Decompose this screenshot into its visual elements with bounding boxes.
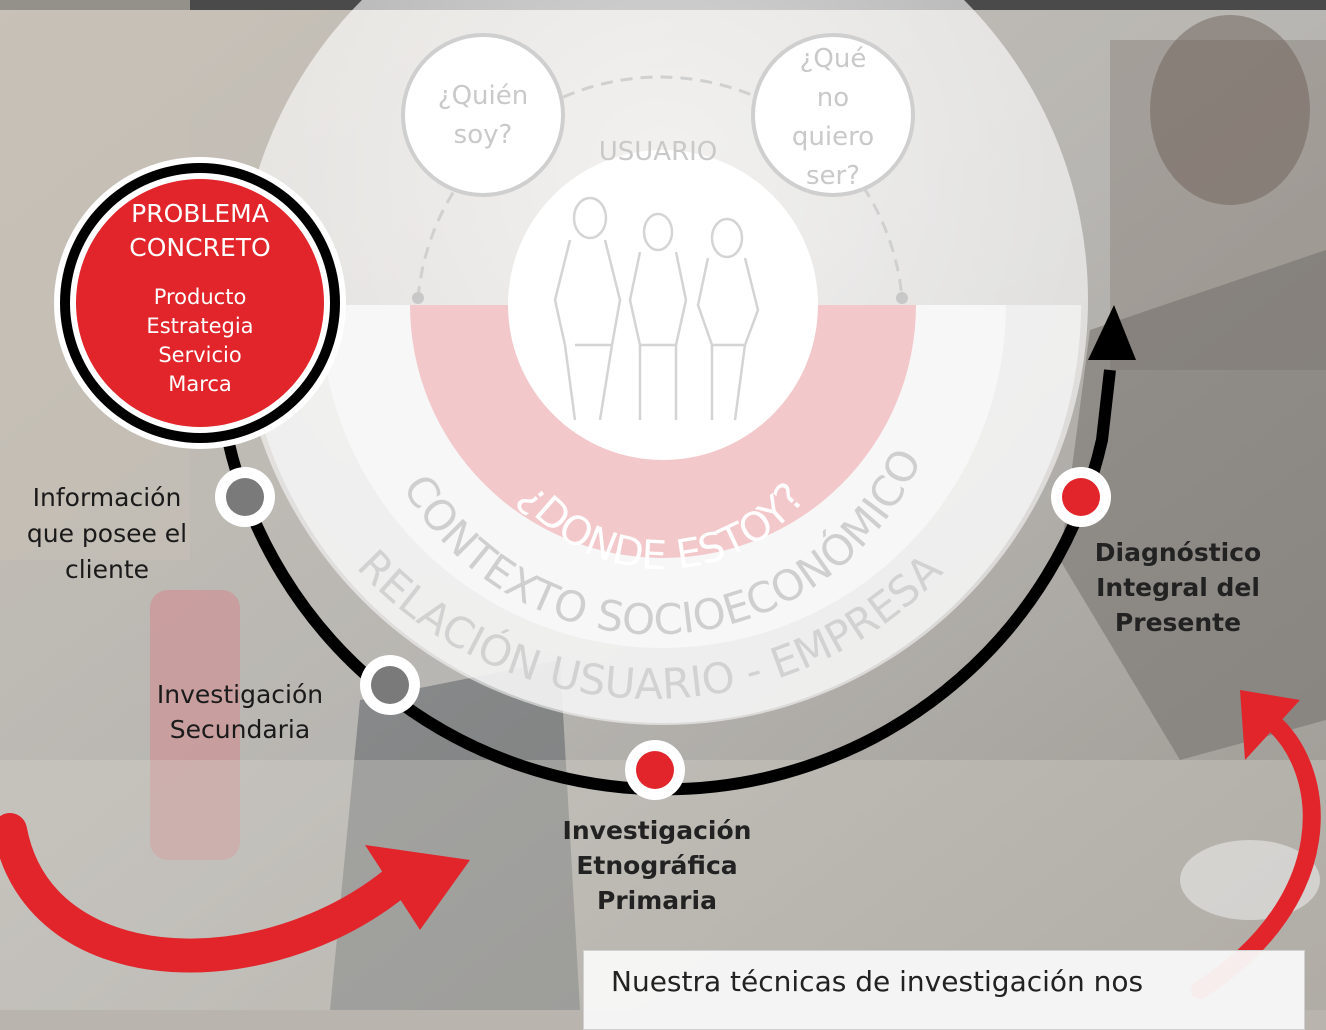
bg-person-head [1150, 15, 1310, 205]
problema-item-producto: Producto [153, 285, 247, 309]
bg-laptop-right [1060, 250, 1326, 760]
step-dot-informacion [215, 467, 275, 527]
problema-item-marca: Marca [168, 372, 232, 396]
que-line-4: ser? [805, 161, 861, 191]
dashed-arc-end-right [896, 292, 908, 304]
step-diagnostico-line-1: Diagnóstico [1094, 538, 1262, 567]
problema-item-servicio: Servicio [158, 343, 242, 367]
step-informacion-line-1: Información [32, 483, 182, 512]
step-secundaria-line-2: Secundaria [169, 715, 311, 744]
quien-soy-text: ¿Quién soy? [413, 77, 553, 155]
dashed-user-arc [416, 75, 904, 299]
quien-soy-circle [401, 33, 565, 197]
bg-marker-cup [150, 590, 240, 860]
step-label-informacion: Información que posee el cliente [2, 480, 212, 588]
inner-user-circle [508, 150, 818, 460]
step-etnografica-line-2: Etnográfica [576, 851, 738, 880]
step-informacion-line-3: cliente [64, 555, 150, 584]
que-line-3: quiero [791, 122, 875, 152]
process-arrow-head [1088, 305, 1136, 360]
que-no-quiero-ser-circle [751, 33, 915, 197]
bg-laptop-center [330, 660, 580, 1010]
que-line-1: ¿Qué [799, 44, 867, 74]
step-label-etnografica: Investigación Etnográfica Primaria [532, 813, 782, 918]
step-dot-secundaria [360, 655, 420, 715]
usuario-text: USUARIO [598, 137, 718, 167]
step-diagnostico-line-3: Presente [1114, 608, 1242, 637]
step-dot-diagnostico [1051, 467, 1111, 527]
dashed-arc-end-left [412, 292, 424, 304]
step-etnografica-line-3: Primaria [597, 886, 717, 915]
step-informacion-line-2: que posee el [26, 519, 188, 548]
step-dot-etnografica [625, 740, 685, 800]
step-etnografica-line-1: Investigación [562, 816, 752, 845]
step-label-secundaria: Investigación Secundaria [135, 677, 345, 747]
que-line-2: no [816, 83, 850, 113]
description-box: Nuestra técnicas de investigación nos [583, 950, 1305, 1030]
people-illustration [553, 196, 760, 421]
problema-circle [76, 179, 324, 427]
red-arrow-left [0, 813, 470, 973]
step-label-diagnostico: Diagnóstico Integral del Presente [1063, 535, 1293, 640]
problema-title-1: PROBLEMA [131, 199, 269, 228]
step-secundaria-line-1: Investigación [156, 680, 324, 709]
problema-text: PROBLEMA CONCRETO Producto Estrategia Se… [96, 197, 304, 399]
usuario-label: USUARIO [573, 133, 743, 172]
quien-soy-line-2: soy? [453, 120, 513, 150]
que-no-quiero-ser-text: ¿Qué no quiero ser? [763, 40, 903, 196]
quien-soy-line-1: ¿Quién [437, 81, 529, 111]
step-diagnostico-line-2: Integral del [1096, 573, 1260, 602]
description-text: Nuestra técnicas de investigación nos [611, 965, 1144, 998]
problema-item-estrategia: Estrategia [146, 314, 254, 338]
problema-title-2: CONCRETO [129, 233, 271, 262]
